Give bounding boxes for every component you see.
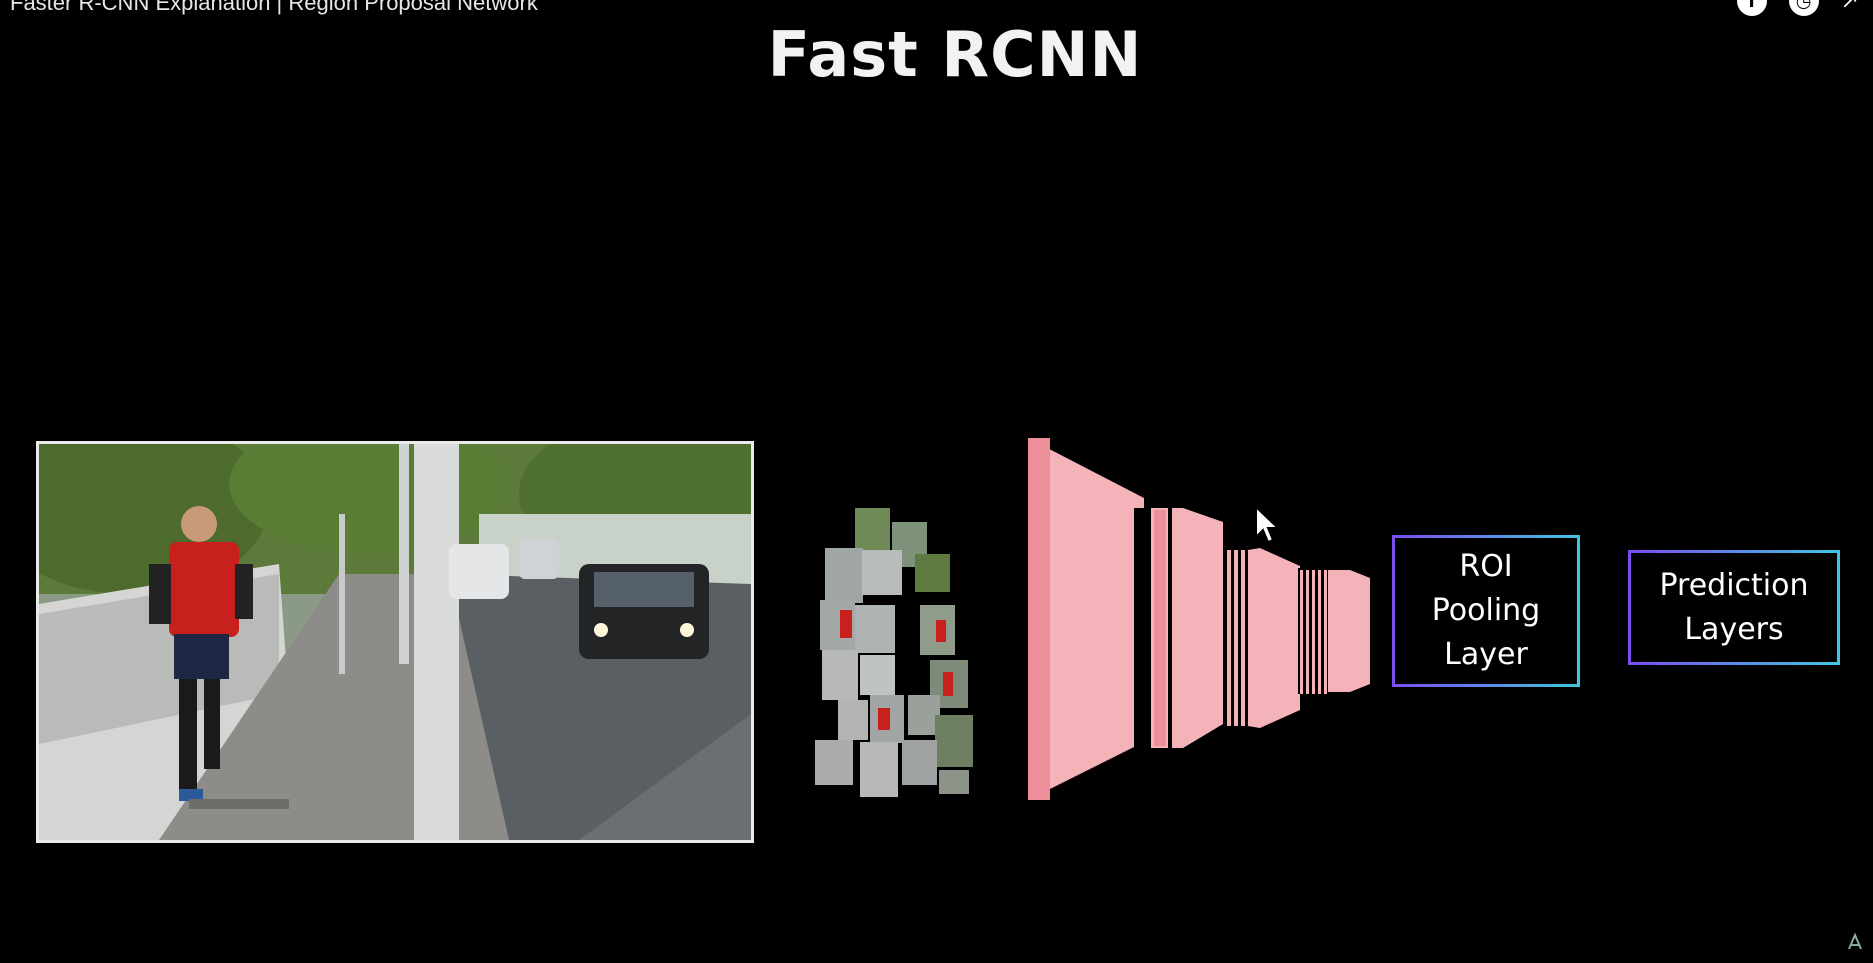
prediction-layers-box: Prediction Layers xyxy=(1628,550,1840,665)
roi-pooling-box: ROI Pooling Layer xyxy=(1392,535,1580,687)
cnn-layers-graphic xyxy=(1028,438,1370,800)
cnn-backbone xyxy=(1020,430,1380,810)
slide-title: Fast RCNN xyxy=(767,18,1143,91)
input-image xyxy=(36,441,754,843)
player-top-controls: i ◷ ↗ xyxy=(1736,0,1859,16)
roi-pooling-label: ROI Pooling Layer xyxy=(1431,549,1541,672)
video-title[interactable]: Faster R-CNN Explanation | Region Propos… xyxy=(10,0,538,15)
info-icon[interactable]: i xyxy=(1736,0,1767,16)
mouse-cursor-icon xyxy=(1255,505,1280,544)
runner-street-photo xyxy=(39,444,751,840)
clock-icon[interactable]: ◷ xyxy=(1788,0,1819,16)
proposal-patches-graphic xyxy=(815,508,973,797)
watermark-icon xyxy=(1848,932,1862,950)
region-proposals xyxy=(810,470,980,800)
share-icon[interactable]: ↗ xyxy=(1840,0,1859,14)
prediction-layers-label: Prediction Layers xyxy=(1659,567,1809,647)
